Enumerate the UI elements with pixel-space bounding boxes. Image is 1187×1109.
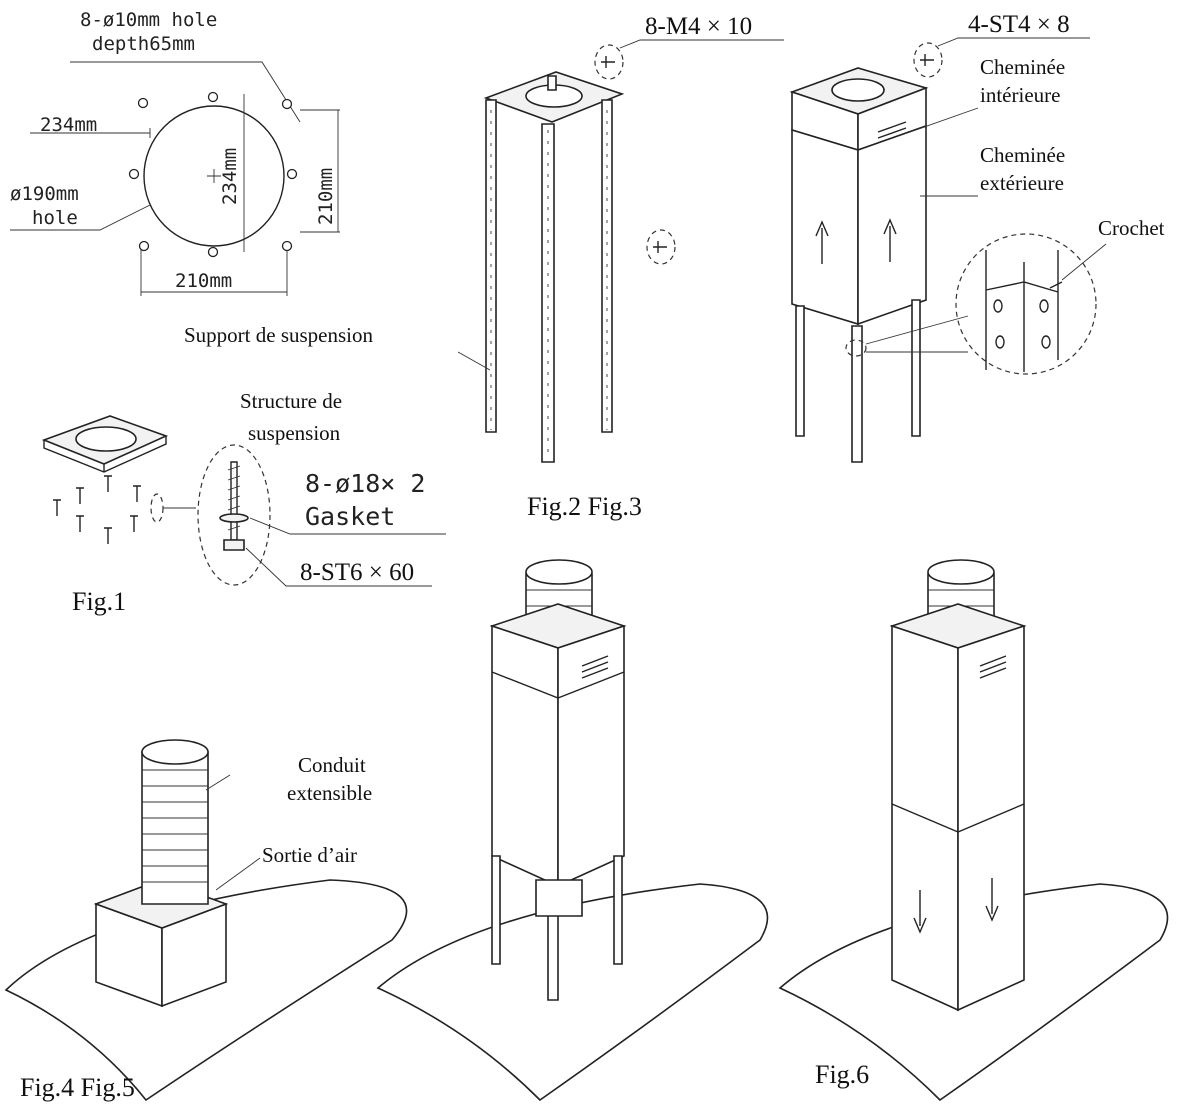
fig3-screw-spec: 4-ST4 × 8 xyxy=(968,11,1070,38)
fig4-duct-opening xyxy=(141,739,209,765)
fig1-hole-spec-line1: 8-ø10mm hole xyxy=(80,9,217,31)
fig2-screw-spec: 8-M4 × 10 xyxy=(645,13,752,40)
fig4-outlet-label: Sortie d’air xyxy=(262,843,357,867)
fig1-screw-spec: 8-ST6 × 60 xyxy=(300,559,414,586)
fig6-finished-chimney: Fig.6 xyxy=(778,559,1169,1102)
fig3-inner-ring xyxy=(831,78,885,102)
fig3-arrow-up-right xyxy=(883,218,897,262)
fig1-detail-screw-head xyxy=(223,539,245,551)
fig6-caption: Fig.6 xyxy=(815,1060,869,1089)
fig3-hook-zoom-circle xyxy=(955,233,1097,375)
fig6-arrow-down-right xyxy=(985,878,999,922)
fig3-outer-line1: Cheminée xyxy=(980,143,1065,167)
fig3-arrow-up-left xyxy=(815,220,829,264)
fig3-screw-leader xyxy=(937,37,1090,47)
fig1-structure-line1: Structure de xyxy=(240,389,342,413)
fig1-dim-210v-line xyxy=(300,109,340,233)
fig1-caption: Fig.1 xyxy=(72,587,126,616)
fig1-screws-group xyxy=(53,475,141,544)
fig5-vent-slots xyxy=(581,655,609,679)
fig4-duct-leader xyxy=(205,774,231,791)
fig1-dim-210-vertical: 210mm xyxy=(315,168,337,225)
fig1-mounting-holes xyxy=(128,91,298,258)
fig6-duct-opening xyxy=(927,559,995,585)
fig1-dim-234-vertical: 234mm xyxy=(219,148,241,205)
fig5-chimney-joint xyxy=(491,671,625,699)
fig1-dim-210-horizontal: 210mm xyxy=(175,270,232,292)
fig3-hook-leader xyxy=(1061,243,1107,281)
fig6-arrow-down-left xyxy=(913,890,927,934)
fig3-outer-line2: extérieure xyxy=(980,171,1064,195)
fig4-duct-line1: Conduit xyxy=(298,753,366,777)
fig4-outlet-leader xyxy=(215,857,261,891)
fig6-vent-slots xyxy=(979,655,1007,679)
fig2-screw-leader xyxy=(619,39,784,49)
fig1-screw-detail-oval xyxy=(197,444,271,586)
fig1-gasket-line1: 8-ø18× 2 xyxy=(305,469,425,498)
fig1-screw-leader xyxy=(245,547,432,587)
fig2-screw-callout-mid xyxy=(646,229,676,265)
fig5-chimney-raised xyxy=(376,559,769,1102)
fig2-suspension-frame: 8-M4 × 10 Support de suspension Fig.2 Fi… xyxy=(184,13,784,521)
fig1-gasket-line2: Gasket xyxy=(305,502,395,531)
fig3-inner-line2: intérieure xyxy=(980,83,1060,107)
fig3-inner-leader xyxy=(909,107,979,133)
fig2-support-label: Support de suspension xyxy=(184,323,374,347)
fig3-hook-callout-small xyxy=(845,339,867,357)
fig3-hook-zoom-detail xyxy=(985,250,1059,372)
fig3-hook-zoom-lines xyxy=(865,315,969,353)
fig1-dim-234-line xyxy=(30,128,151,138)
fig3-screw-icon xyxy=(920,54,934,66)
fig3-inner-line1: Cheminée xyxy=(980,55,1065,79)
fig4-duct-line2: extensible xyxy=(287,781,372,805)
fig2-caption: Fig.2 Fig.3 xyxy=(527,492,642,521)
fig1-detail-screw-thread xyxy=(227,465,241,531)
fig1-detail-gasket xyxy=(219,513,249,523)
fig5-chimney-right xyxy=(557,624,625,888)
fig1-structure-line2: suspension xyxy=(248,421,341,445)
fig4-hood-duct: Conduit extensible Sortie d’air Fig.4 Fi… xyxy=(4,739,408,1102)
fig1-hole-spec-line2: depth65mm xyxy=(92,33,195,55)
fig2-screw-callout-top xyxy=(594,44,624,80)
fig5-hood-canopy xyxy=(376,883,769,1102)
fig2-legs xyxy=(485,75,613,463)
fig2-screw-top-icon xyxy=(601,56,615,68)
fig1-bracket-ring xyxy=(75,426,137,452)
fig5-chimney-left xyxy=(491,624,559,888)
fig4-caption: Fig.4 Fig.5 xyxy=(20,1073,135,1102)
fig1-bracket-kit: Structure de suspension 8-ø18× 2 Gasket xyxy=(41,389,446,616)
fig1-drilling-template: 8-ø10mm hole depth65mm 234mm 234mm 210mm… xyxy=(10,9,340,296)
fig1-dim-234-horizontal: 234mm xyxy=(40,114,97,136)
fig5-duct-opening xyxy=(525,559,593,585)
fig1-gasket-leader xyxy=(249,517,446,535)
fig3-outer-left xyxy=(791,128,859,326)
fig3-hook-detail xyxy=(1049,281,1063,289)
fig1-big-hole-leader xyxy=(10,204,151,231)
fig3-screw-callout xyxy=(913,42,943,78)
fig1-dim-210h-line xyxy=(140,250,288,296)
fig3-frame-legs xyxy=(795,299,921,463)
fig1-duct-circle xyxy=(143,105,285,247)
fig4-duct-ribs xyxy=(142,769,208,883)
fig4-flex-duct xyxy=(141,751,209,905)
fig1-big-hole-line1: ø190mm xyxy=(10,183,79,205)
fig2-screw-mid-icon xyxy=(653,241,667,253)
fig1-screw-callout-small xyxy=(150,493,164,523)
fig1-bracket-edge xyxy=(43,436,167,473)
fig2-support-leader xyxy=(457,351,491,371)
fig6-chimney-joint xyxy=(891,803,1025,833)
fig5-lower-duct xyxy=(535,879,583,917)
fig1-center-mark xyxy=(207,169,221,183)
fig3-hook-label: Crochet xyxy=(1098,216,1165,240)
fig3-chimney-assembly: 4-ST4 × 8 Cheminée intérieure Cheminée e… xyxy=(789,11,1165,463)
fig1-big-hole-line2: hole xyxy=(32,207,78,229)
